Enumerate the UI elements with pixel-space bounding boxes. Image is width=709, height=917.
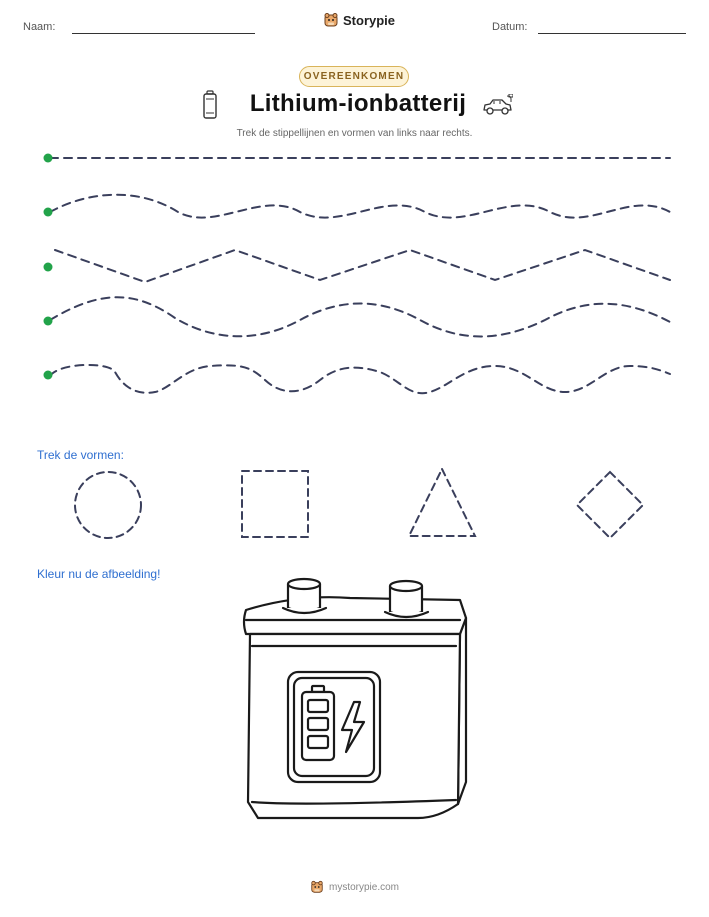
battery-icon [203,90,217,119]
date-line[interactable] [538,33,686,34]
trace-triangle[interactable] [407,466,477,537]
trace-line-wide-wave[interactable] [49,296,671,338]
trace-line-zigzag[interactable] [54,248,671,284]
start-dot [43,262,53,272]
trace-line-wave[interactable] [49,193,671,219]
date-label: Datum: [492,21,528,33]
shapes-label: Trek de vormen: [37,448,124,462]
storypie-mascot-icon [311,880,323,893]
tracing-lines [43,153,671,395]
name-line[interactable] [72,33,255,34]
lithium-ion-battery-illustration[interactable] [238,574,470,830]
trace-diamond[interactable] [575,470,645,540]
storypie-mascot-icon [324,13,338,27]
color-label: Kleur nu de afbeelding! [37,567,161,581]
page-title: Lithium-ionbatterij [249,90,467,117]
electric-car-icon [483,94,513,115]
start-dot [43,207,53,217]
name-label: Naam: [23,21,56,33]
tracing-shapes [74,466,645,540]
start-dot [43,370,53,380]
brand-logo: Storypie [323,12,395,28]
topic-badge: OVEREENKOMEN [299,66,409,87]
start-dot [43,153,53,163]
instruction-text: Trek de stippellijnen en vormen van link… [236,128,473,139]
trace-circle[interactable] [74,471,142,539]
brand-name: Storypie [343,12,396,28]
footer: mystorypie.com [0,880,709,894]
trace-square[interactable] [241,470,309,538]
trace-line-bumps[interactable] [49,363,671,395]
footer-url[interactable]: mystorypie.com [328,881,399,893]
start-dot [43,316,53,326]
